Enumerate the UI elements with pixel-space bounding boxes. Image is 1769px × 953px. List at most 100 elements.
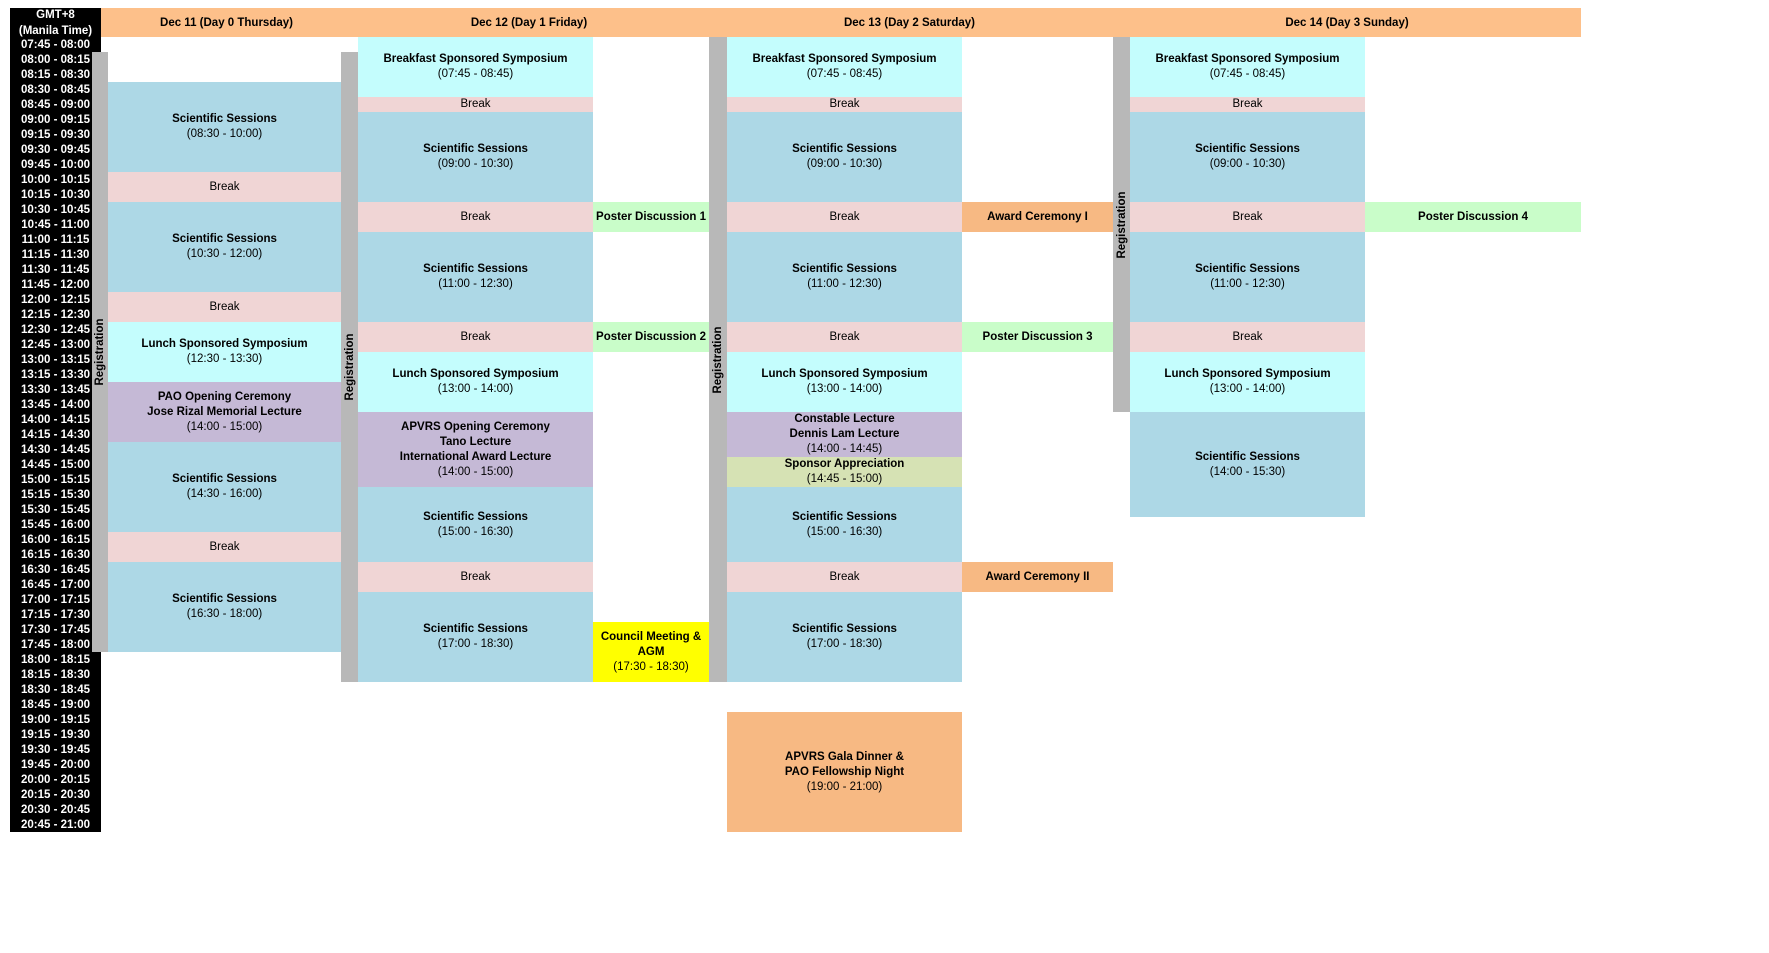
event-time: (07:45 - 08:45) (806, 68, 883, 80)
event-session: Scientific Sessions (08:30 - 10:00) (108, 82, 341, 172)
event-title: Breakfast Sponsored Symposium (752, 53, 937, 65)
time-slot: 10:45 - 11:00 (21, 218, 90, 231)
registration-bar: Registration (92, 52, 108, 652)
time-slot: 20:15 - 20:30 (20, 788, 91, 801)
event-title: Break (209, 300, 240, 313)
time-slot: 08:15 - 08:30 (20, 68, 91, 81)
time-slot: 16:45 - 17:00 (20, 578, 91, 591)
event-title: Constable Lecture Dennis Lam Lecture (789, 413, 900, 440)
time-slot: 16:00 - 16:15 (20, 533, 91, 546)
event-title: Scientific Sessions (423, 623, 528, 635)
event-title: Break (1232, 98, 1263, 110)
time-slot: 10:15 - 10:30 (20, 188, 91, 201)
event-time: (10:30 - 12:00) (186, 248, 263, 260)
event-poster: Poster Discussion 2 (593, 322, 709, 352)
event-title: Breakfast Sponsored Symposium (1155, 53, 1340, 65)
time-slot: 17:00 - 17:15 (20, 593, 91, 606)
event-session: Scientific Sessions(11:00 - 12:30) (1130, 232, 1365, 322)
time-slot: 09:15 - 09:30 (20, 128, 91, 141)
time-slot: 13:30 - 13:45 (20, 383, 91, 396)
time-slot: 15:30 - 15:45 (20, 503, 91, 516)
time-slot: 11:45 - 12:00 (21, 278, 90, 291)
event-symposium: Lunch Sponsored Symposium(13:00 - 14:00) (358, 352, 593, 412)
registration-label: Registration (712, 325, 724, 394)
event-title: Scientific Sessions (1195, 263, 1300, 275)
event-ceremony: PAO Opening Ceremony Jose Rizal Memorial… (108, 382, 341, 442)
event-time: (17:00 - 18:30) (437, 638, 514, 650)
time-slot: 10:30 - 10:45 (20, 203, 91, 216)
timezone-sublabel: (Manila Time) (18, 24, 93, 37)
time-slot: 17:30 - 17:45 (20, 623, 91, 636)
event-time: (09:00 - 10:30) (437, 158, 514, 170)
event-break: Break (727, 562, 962, 592)
event-award: Award Ceremony II (962, 562, 1113, 592)
event-session: Scientific Sessions(17:00 - 18:30) (727, 592, 962, 682)
event-title: Lunch Sponsored Symposium (392, 368, 559, 380)
event-time: (12:30 - 13:30) (186, 353, 263, 365)
day-header: Dec 13 (Day 2 Saturday) (706, 8, 1113, 37)
event-break: Break (358, 562, 593, 592)
event-time: (15:00 - 16:30) (437, 525, 514, 538)
time-slot: 12:45 - 13:00 (20, 338, 91, 351)
event-break: Break (727, 322, 962, 352)
event-title: Lunch Sponsored Symposium (1164, 368, 1331, 380)
event-title: Scientific Sessions (172, 113, 277, 125)
event-title: Break (460, 330, 491, 343)
event-symposium: Lunch Sponsored Symposium(12:30 - 13:30) (108, 322, 341, 382)
event-time: (14:00 - 15:00) (437, 465, 514, 478)
time-slot: 19:00 - 19:15 (20, 713, 91, 726)
time-slot: 14:15 - 14:30 (20, 428, 91, 441)
time-column (10, 8, 101, 832)
event-session: Scientific Sessions (17:00 - 18:30) (358, 592, 593, 682)
event-time: (19:00 - 21:00) (806, 780, 883, 793)
time-slot: 14:45 - 15:00 (20, 458, 91, 471)
time-slot: 12:15 - 12:30 (20, 308, 91, 321)
time-slot: 18:00 - 18:15 (20, 653, 91, 666)
event-title: Scientific Sessions (792, 263, 897, 275)
time-slot: 09:30 - 09:45 (20, 143, 91, 156)
event-title: Break (460, 210, 491, 223)
event-title: Break (460, 570, 491, 583)
time-slot: 14:00 - 14:15 (20, 413, 91, 426)
time-slot: 19:30 - 19:45 (20, 743, 91, 756)
day-header: Dec 11 (Day 0 Thursday) (101, 8, 352, 37)
time-slot: 10:00 - 10:15 (20, 173, 91, 186)
event-title: Break (829, 570, 860, 583)
event-time: (07:45 - 08:45) (437, 68, 514, 80)
time-slot: 14:30 - 14:45 (20, 443, 91, 456)
time-slot: 09:45 - 10:00 (20, 158, 91, 171)
event-time: (14:00 - 15:00) (186, 420, 263, 433)
time-slot: 08:30 - 08:45 (20, 83, 91, 96)
event-poster: Poster Discussion 3 (962, 322, 1113, 352)
time-slot: 18:30 - 18:45 (20, 683, 91, 696)
event-session: Scientific Sessions(11:00 - 12:30) (727, 232, 962, 322)
event-title: Poster Discussion 1 (596, 210, 706, 223)
event-sponsor: Sponsor Appreciation(14:45 - 15:00) (727, 457, 962, 487)
event-title: Poster Discussion 3 (982, 330, 1093, 343)
time-slot: 17:45 - 18:00 (20, 638, 91, 651)
registration-bar: Registration (709, 37, 727, 682)
event-title: Scientific Sessions (792, 623, 897, 635)
time-slot: 13:00 - 13:15 (20, 353, 91, 366)
event-award: APVRS Gala Dinner & PAO Fellowship Night… (727, 712, 962, 832)
day-header: Dec 12 (Day 1 Friday) (352, 8, 706, 37)
time-slot: 20:30 - 20:45 (20, 803, 91, 816)
event-session: Scientific Sessions(14:30 - 16:00) (108, 442, 341, 532)
event-session: Scientific Sessions(09:00 - 10:30) (1130, 112, 1365, 202)
time-slot: 13:15 - 13:30 (20, 368, 91, 381)
event-time: (14:45 - 15:00) (806, 473, 883, 485)
time-slot: 17:15 - 17:30 (20, 608, 91, 621)
time-slot: 15:45 - 16:00 (20, 518, 91, 531)
event-time: (08:30 - 10:00) (186, 128, 263, 140)
time-slot: 13:45 - 14:00 (20, 398, 91, 411)
event-title: Scientific Sessions (792, 510, 897, 523)
event-title: Break (829, 330, 860, 343)
event-title: Break (1232, 210, 1263, 223)
event-break: Break (108, 292, 341, 322)
time-slot: 11:30 - 11:45 (21, 263, 90, 276)
event-poster: Poster Discussion 4 (1365, 202, 1581, 232)
event-break: Break (727, 202, 962, 232)
time-slot: 18:15 - 18:30 (20, 668, 91, 681)
event-symposium: Lunch Sponsored Symposium(13:00 - 14:00) (727, 352, 962, 412)
